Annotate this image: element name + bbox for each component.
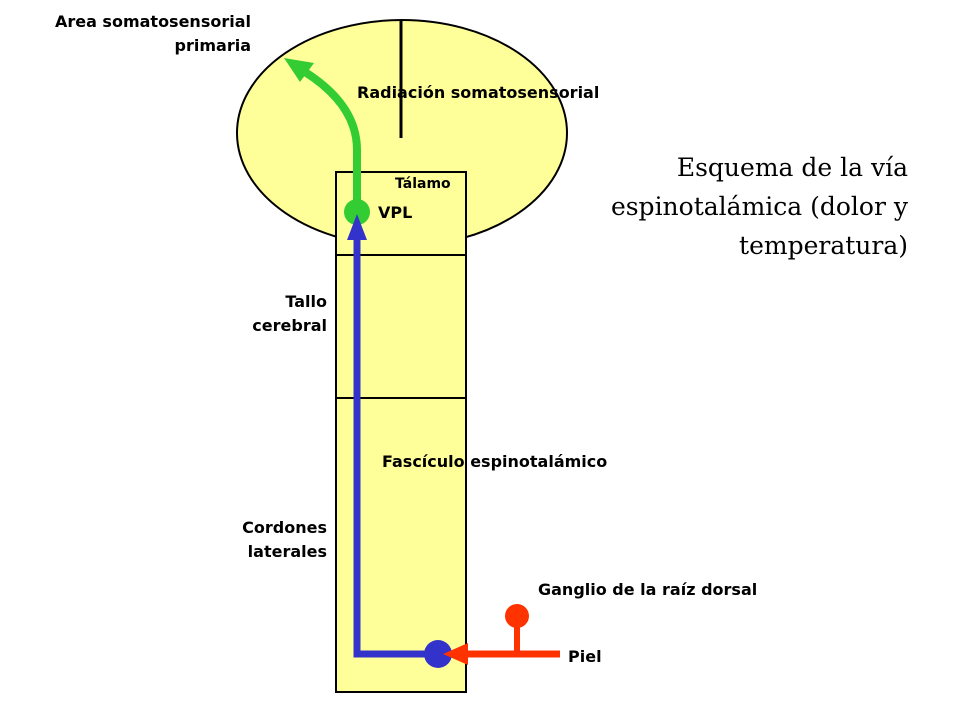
- label-area-line2: primaria: [174, 36, 251, 55]
- label-cordones-laterales: Cordones laterales: [242, 516, 327, 564]
- green-arrowhead: [284, 58, 314, 82]
- label-talamo: Tálamo: [395, 176, 451, 192]
- blue-arrowhead: [347, 214, 367, 240]
- red-arrowhead: [443, 643, 468, 665]
- green-pathway: [301, 68, 361, 214]
- label-tallo-line1: Tallo: [285, 292, 327, 311]
- blue-pathway: [353, 232, 438, 658]
- dorsal-root-ganglion: [505, 604, 529, 628]
- label-radiacion: Radiación somatosensorial: [357, 83, 600, 102]
- label-tallo-cerebral: Tallo cerebral: [252, 290, 327, 338]
- diagram-title: Esquema de la vía espinotalámica (dolor …: [508, 148, 908, 265]
- vpl-neuron: [344, 199, 370, 225]
- label-cordones-line1: Cordones: [242, 518, 327, 537]
- label-fasciculo: Fascículo espinotalámico: [382, 452, 608, 471]
- label-area-line1: Area somatosensorial: [54, 12, 251, 31]
- spinal-neuron: [424, 640, 452, 668]
- label-vpl: VPL: [378, 203, 413, 222]
- title-line-1: Esquema de la vía: [676, 153, 908, 182]
- label-tallo-line2: cerebral: [252, 316, 327, 335]
- label-ganglio: Ganglio de la raíz dorsal: [538, 580, 758, 599]
- label-area-somatosensorial: Area somatosensorial primaria: [55, 10, 251, 58]
- label-cordones-line2: laterales: [247, 542, 327, 561]
- label-piel: Piel: [568, 647, 602, 666]
- title-line-2: espinotalámica (dolor y: [610, 192, 908, 221]
- title-line-3: temperatura): [739, 231, 908, 260]
